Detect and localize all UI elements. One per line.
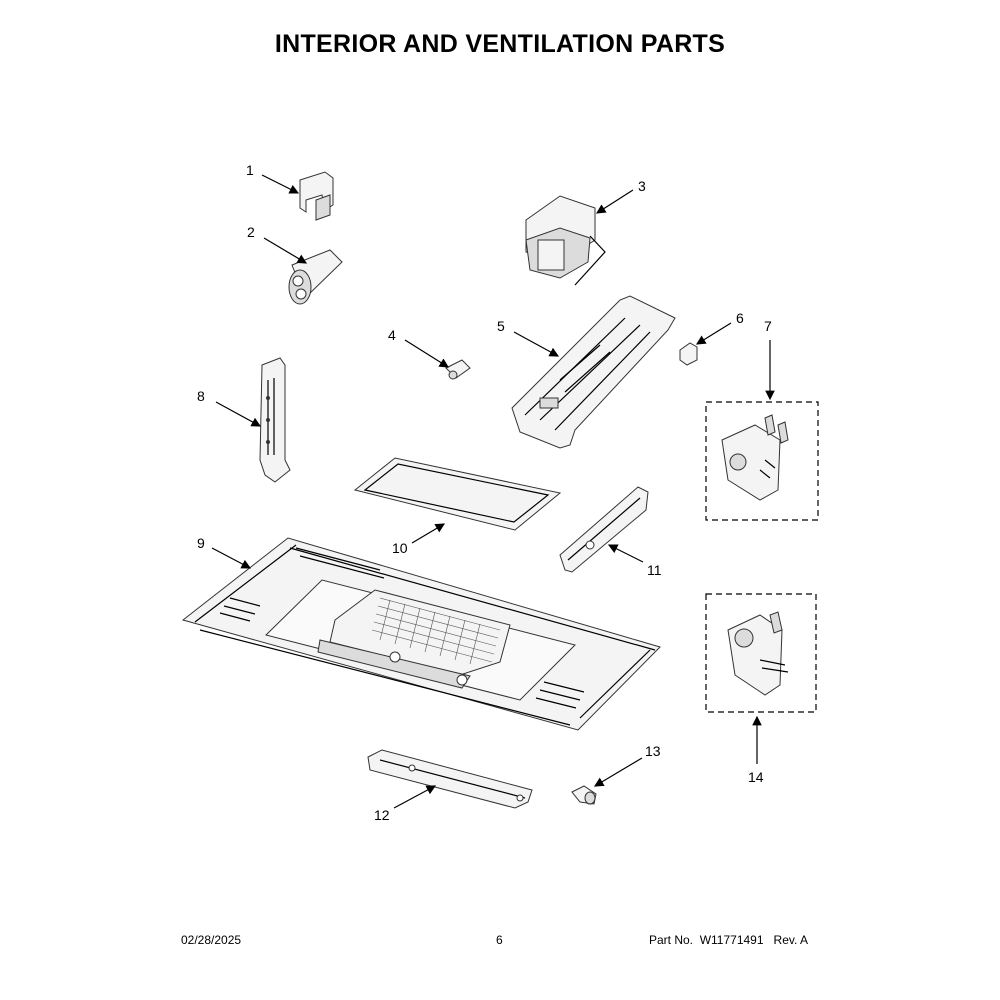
callout-14: 14 xyxy=(748,769,764,785)
callout-2: 2 xyxy=(247,224,255,240)
leader-arrows xyxy=(211,174,775,809)
part-11-side-rail xyxy=(559,486,649,573)
part-8-vertical-bracket xyxy=(259,357,291,483)
part-7-switch-assembly xyxy=(705,401,819,521)
part-number-label: Part No. xyxy=(649,933,694,947)
footer-part-info: Part No. W11771491 Rev. A xyxy=(649,933,808,947)
footer-page-number: 6 xyxy=(496,933,503,947)
page-title: INTERIOR AND VENTILATION PARTS xyxy=(274,30,726,58)
callout-labels: 1 2 3 4 5 6 7 8 9 10 11 12 13 14 xyxy=(197,162,772,823)
callout-3: 3 xyxy=(638,178,646,194)
callout-10: 10 xyxy=(392,540,408,556)
callout-11: 11 xyxy=(647,562,662,578)
part-14-switch-assembly xyxy=(705,593,817,713)
part-1-bracket xyxy=(299,171,334,221)
part-3-transformer xyxy=(525,195,606,286)
part-6-switch xyxy=(679,342,698,366)
part-10-filter xyxy=(353,457,562,531)
part-9-vent-base xyxy=(181,537,661,731)
part-12-lower-bracket xyxy=(367,749,533,809)
callout-5: 5 xyxy=(497,318,505,334)
part-5-mounting-plate xyxy=(511,295,676,449)
part-4-sensor xyxy=(445,359,471,380)
callout-8: 8 xyxy=(197,388,205,404)
callout-13: 13 xyxy=(645,743,661,759)
part-number: W11771491 xyxy=(699,933,764,947)
callout-9: 9 xyxy=(197,535,205,551)
revision: Rev. A xyxy=(773,933,808,947)
callout-4: 4 xyxy=(388,327,396,343)
callout-6: 6 xyxy=(736,310,744,326)
callout-12: 12 xyxy=(374,807,390,823)
callout-7: 7 xyxy=(764,318,772,334)
footer-date: 02/28/2025 xyxy=(181,933,242,947)
part-13-plug xyxy=(571,785,597,805)
callout-1: 1 xyxy=(246,162,254,178)
